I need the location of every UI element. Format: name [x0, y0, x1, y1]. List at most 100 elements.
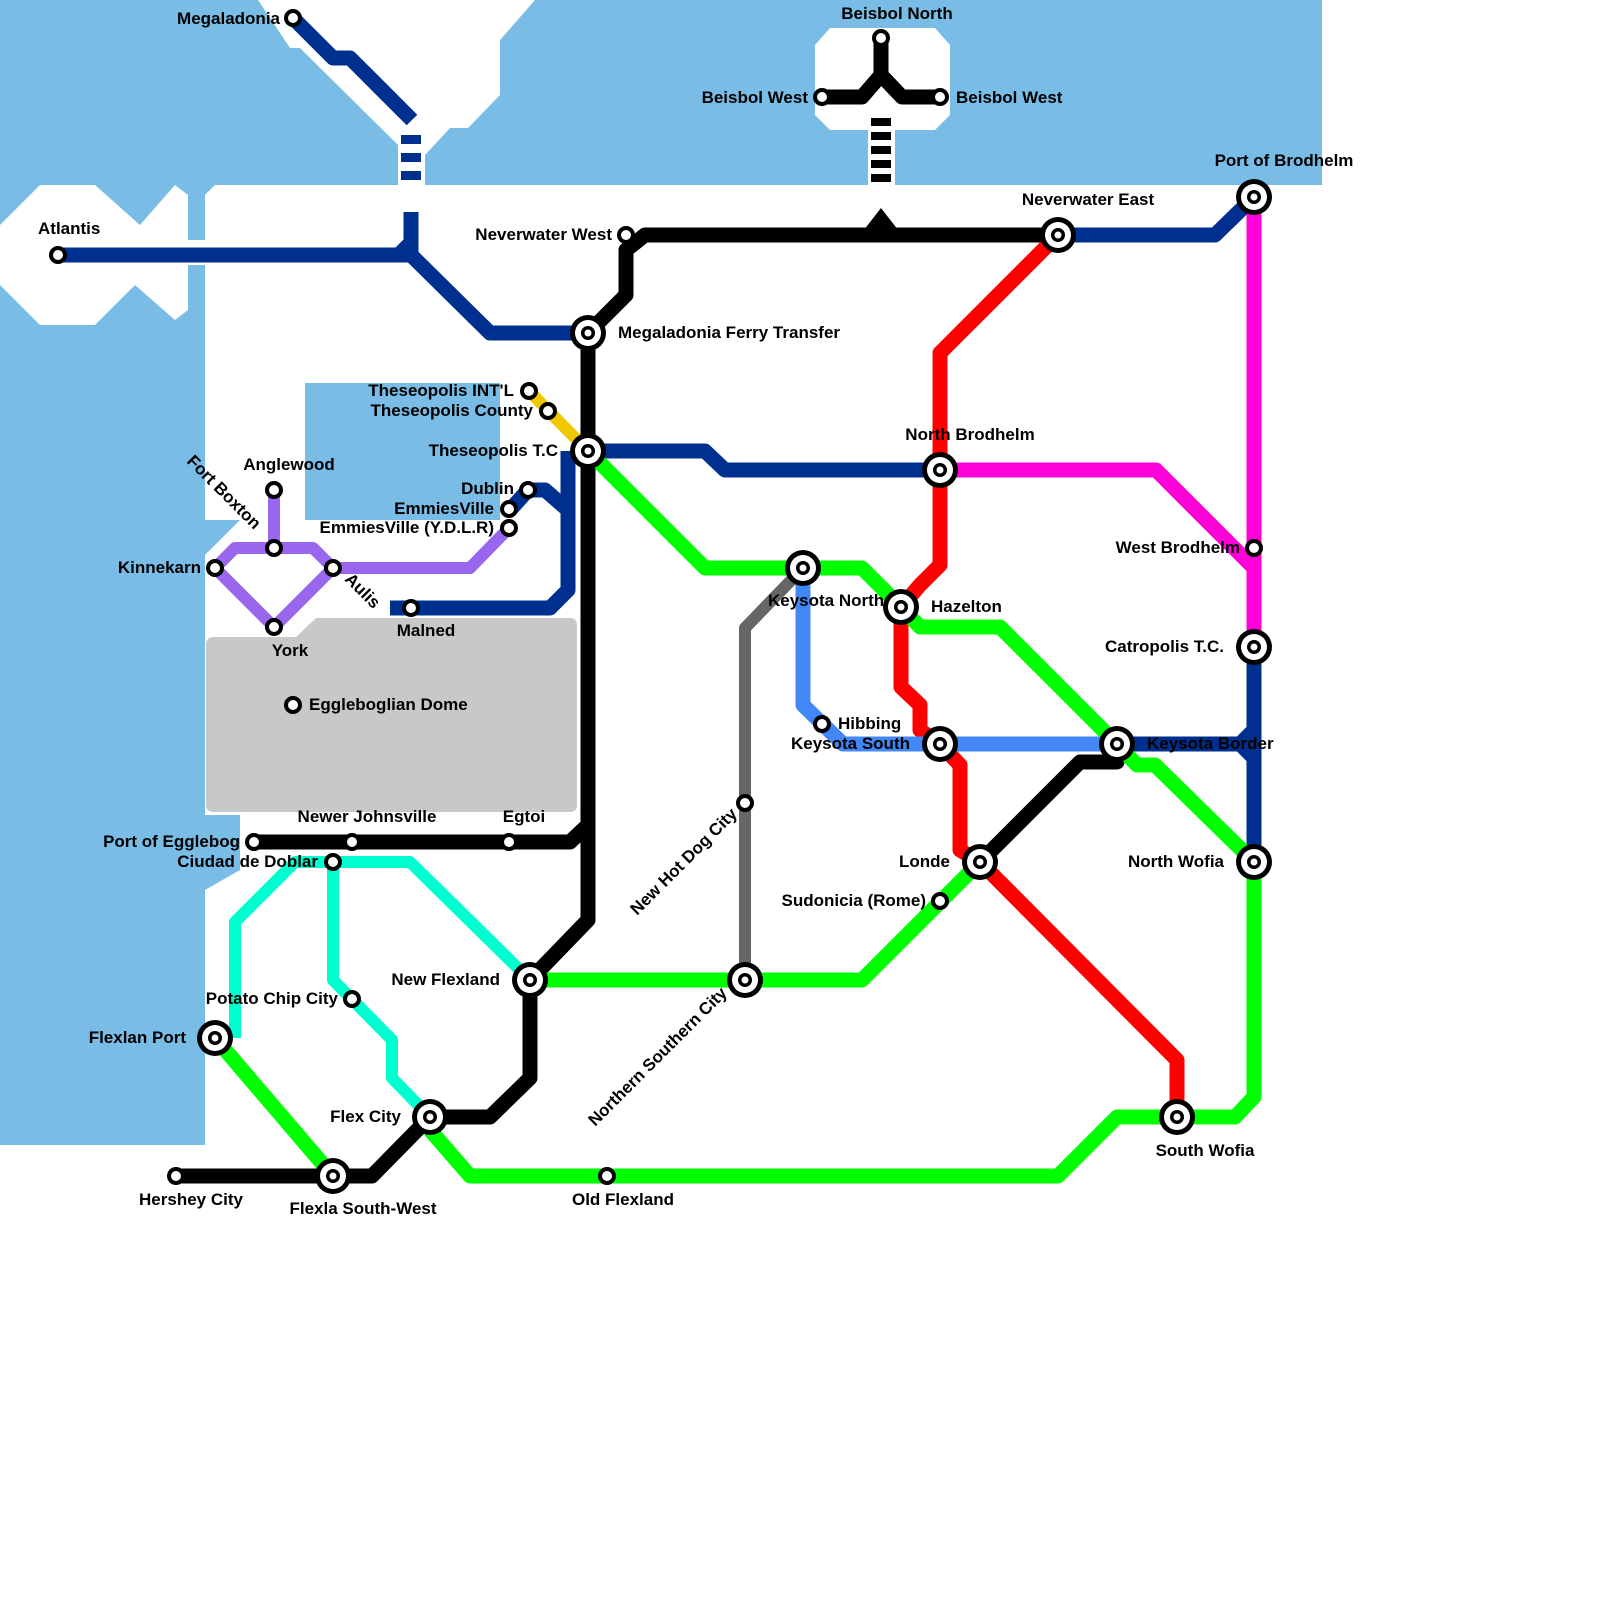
station-label: Port of Egglebog: [103, 832, 240, 851]
water-body: [0, 265, 240, 1145]
ferry-dash: [401, 135, 421, 144]
station-neverwater-west[interactable]: Neverwater West: [475, 225, 635, 244]
station-icon: [598, 1167, 616, 1185]
station-label: Theseopolis INT'L: [368, 381, 514, 400]
station-londe[interactable]: Londe: [899, 844, 998, 880]
ferry-dash: [871, 160, 891, 168]
ferry-terminal-marker: [860, 208, 902, 235]
green-line: [530, 856, 986, 988]
station-label: Flexla South-West: [289, 1199, 436, 1218]
interchange-center: [426, 1113, 434, 1121]
station-megaladonia-ferry-transfer[interactable]: Megaladonia Ferry Transfer: [570, 315, 840, 351]
station-label: Hershey City: [139, 1190, 243, 1209]
station-theseopolis-tc[interactable]: Theseopolis T.C: [429, 433, 606, 469]
station-new-hot-dog-city[interactable]: New Hot Dog City: [627, 794, 754, 919]
station-hibbing[interactable]: Hibbing: [813, 714, 901, 733]
station-icon: [284, 9, 302, 27]
teal-line: [327, 862, 435, 1122]
station-label: Keysota South: [791, 734, 910, 753]
station-neverwater-east[interactable]: Neverwater East: [1022, 190, 1155, 253]
station-sudonicia[interactable]: Sudonicia (Rome): [781, 891, 949, 910]
station-label: Sudonicia (Rome): [781, 891, 926, 910]
station-dublin[interactable]: Dublin: [461, 479, 537, 499]
station-label: Egtoi: [503, 807, 546, 826]
station-label: Newer Johnsville: [298, 807, 437, 826]
interchange-center: [1250, 193, 1258, 201]
ferry-terminal-marker: [395, 232, 411, 255]
station-emmiesville-ydlr[interactable]: EmmiesVille (Y.D.L.R): [320, 518, 518, 537]
station-flexlan-port[interactable]: Flexlan Port: [89, 1020, 233, 1056]
station-potato-chip-city[interactable]: Potato Chip City: [206, 989, 361, 1008]
interchange-center: [936, 740, 944, 748]
station-anglewood[interactable]: Anglewood: [243, 455, 335, 499]
station-port-of-brodhelm[interactable]: Port of Brodhelm: [1215, 151, 1354, 215]
station-keysota-south[interactable]: Keysota South: [791, 726, 958, 762]
station-hazelton[interactable]: Hazelton: [883, 589, 1002, 625]
station-ciudad-de-doblar[interactable]: Ciudad de Doblar: [177, 852, 342, 871]
station-megaladonia[interactable]: Megaladonia: [177, 9, 302, 28]
station-icon: [1245, 539, 1263, 557]
station-kinnekarn[interactable]: Kinnekarn: [118, 558, 224, 577]
station-icon: [324, 559, 342, 577]
water-layer: [0, 0, 1322, 1145]
station-north-wofia[interactable]: North Wofia: [1128, 844, 1272, 880]
station-flex-city[interactable]: Flex City: [330, 1099, 448, 1135]
navy-line: [504, 482, 573, 516]
interchange-center: [1250, 858, 1258, 866]
station-catropolis-tc[interactable]: Catropolis T.C.: [1105, 629, 1272, 665]
station-eggleboglian-dome[interactable]: Eggleboglian Dome: [284, 695, 468, 714]
station-label: Dublin: [461, 479, 514, 498]
station-egtoi[interactable]: Egtoi: [500, 807, 546, 851]
interchange-center: [799, 564, 807, 572]
station-label: Theseopolis County: [371, 401, 534, 420]
station-label: South Wofia: [1156, 1141, 1255, 1160]
station-theseopolis-intl[interactable]: Theseopolis INT'L: [368, 381, 538, 400]
interchange-center: [976, 858, 984, 866]
station-beisbol-north[interactable]: Beisbol North: [841, 4, 953, 47]
station-label: EmmiesVille (Y.D.L.R): [320, 518, 494, 537]
teal-line: [229, 856, 333, 1038]
station-label: Londe: [899, 852, 950, 871]
station-icon: [343, 833, 361, 851]
station-theseopolis-county[interactable]: Theseopolis County: [371, 401, 557, 420]
teal-line: [333, 856, 535, 985]
station-old-flexland[interactable]: Old Flexland: [572, 1167, 674, 1209]
station-icon: [500, 833, 518, 851]
station-icon: [872, 29, 890, 47]
station-keysota-north[interactable]: Keysota North: [768, 550, 884, 610]
station-malned[interactable]: Malned: [397, 599, 456, 640]
station-label: Eggleboglian Dome: [309, 695, 468, 714]
station-beisbol-west-1[interactable]: Beisbol West: [702, 88, 831, 107]
station-keysota-border[interactable]: Keysota Border: [1099, 726, 1274, 762]
station-south-wofia[interactable]: South Wofia: [1156, 1099, 1255, 1160]
station-port-of-egglebog[interactable]: Port of Egglebog: [103, 832, 263, 851]
station-new-flexland[interactable]: New Flexland: [391, 962, 548, 998]
station-label: New Hot Dog City: [627, 804, 742, 919]
station-york[interactable]: York: [265, 618, 309, 660]
ferry-dash: [871, 146, 891, 154]
station-atlantis[interactable]: Atlantis: [38, 219, 100, 264]
station-emmiesville[interactable]: EmmiesVille: [394, 499, 518, 518]
station-label: Beisbol North: [841, 4, 952, 23]
station-icon: [206, 559, 224, 577]
interchange-center: [584, 329, 592, 337]
water-body: [0, 0, 398, 240]
station-flexla-south-west[interactable]: Flexla South-West: [289, 1158, 437, 1218]
station-label: Megaladonia Ferry Transfer: [618, 323, 840, 342]
station-north-brodhelm[interactable]: North Brodhelm: [905, 425, 1035, 488]
black-line: [176, 333, 596, 1184]
station-west-brodhelm[interactable]: West Brodhelm: [1116, 538, 1263, 557]
ferry-dash: [401, 153, 421, 162]
interchange-center: [584, 447, 592, 455]
interchange-center: [936, 466, 944, 474]
interchange-center: [741, 976, 749, 984]
station-newer-johnsville[interactable]: Newer Johnsville: [298, 807, 437, 851]
black-line: [822, 38, 889, 105]
interchange-center: [1113, 740, 1121, 748]
ferry-dash: [401, 171, 421, 180]
station-beisbol-west-2[interactable]: Beisbol West: [931, 88, 1063, 107]
station-hershey-city[interactable]: Hershey City: [139, 1167, 244, 1209]
station-label: North Wofia: [1128, 852, 1225, 871]
station-label: Port of Brodhelm: [1215, 151, 1354, 170]
station-icon: [539, 402, 557, 420]
